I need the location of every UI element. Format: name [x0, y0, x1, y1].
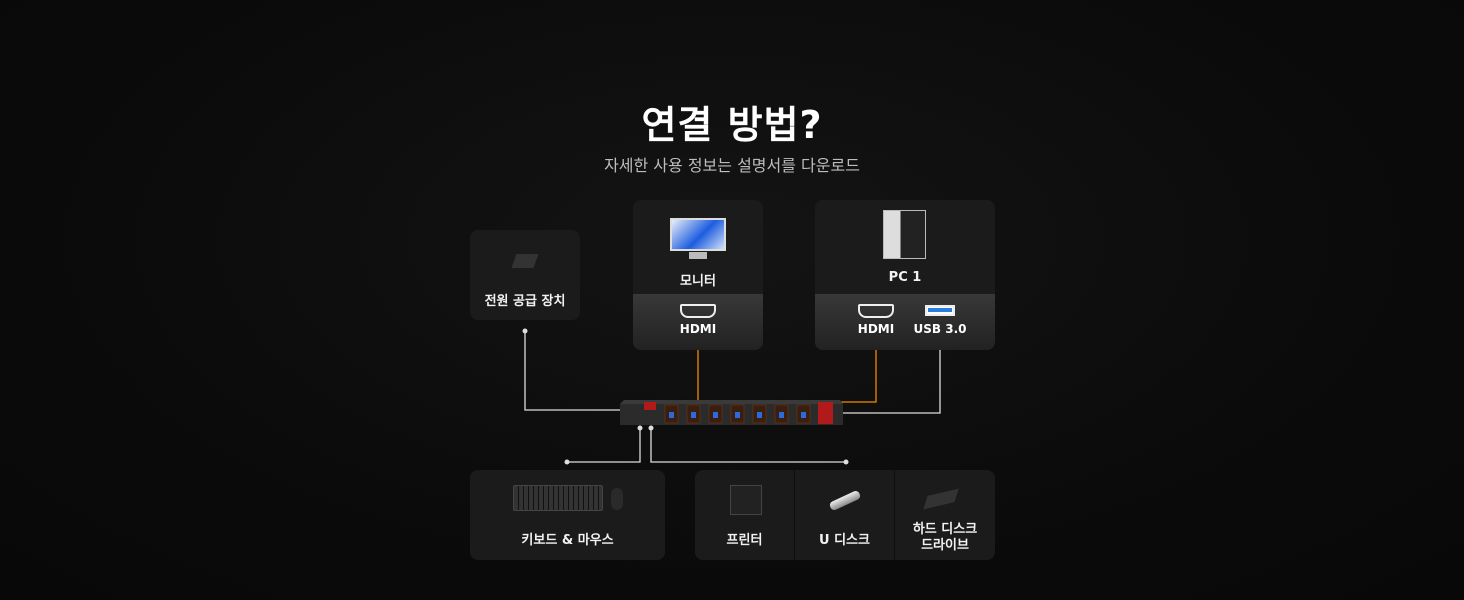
keyboard-label: 키보드 & 마우스	[521, 533, 614, 548]
pc-usb-label: USB 3.0	[913, 322, 967, 336]
mouse-icon	[611, 488, 623, 510]
keyboard-icon	[513, 485, 603, 511]
keyboard-mouse-card: 키보드 & 마우스	[470, 470, 665, 560]
pc-hdmi-line	[826, 341, 877, 403]
power-adapter-icon	[511, 254, 539, 268]
usb-icon	[925, 305, 955, 316]
usb-devices-card: 프린터 U 디스크 하드 디스크 드라이브	[695, 470, 995, 560]
hdmi-icon	[858, 304, 894, 318]
page-subtitle: 자세한 사용 정보는 설명서를 다운로드	[604, 156, 860, 175]
monitor-card: 모니터 HDMI	[633, 200, 763, 350]
pc-usb-line	[826, 341, 941, 414]
printer-icon	[730, 485, 762, 515]
power-line	[524, 331, 640, 411]
hdmi-icon	[680, 304, 716, 318]
monitor-port-label: HDMI	[679, 322, 717, 336]
pc-label: PC 1	[888, 270, 922, 285]
pc-hdmi-label: HDMI	[857, 322, 895, 336]
monitor-hdmi-line	[651, 341, 699, 404]
usb-drive-icon	[828, 489, 862, 512]
monitor-label: 모니터	[680, 274, 716, 289]
hard-drive-icon	[923, 488, 959, 510]
printer-label: 프린터	[726, 533, 763, 548]
monitor-icon	[670, 218, 726, 251]
udisk-label: U 디스크	[819, 533, 870, 548]
page-title: 연결 방법?	[641, 103, 823, 147]
hdd-label: 하드 디스크 드라이브	[912, 522, 978, 553]
pc-card: PC 1 HDMI USB 3.0	[815, 200, 995, 350]
pc-tower-icon	[883, 210, 926, 259]
power-supply-card: 전원 공급 장치	[470, 230, 580, 320]
usb-devices-line	[650, 428, 846, 463]
power-label: 전원 공급 장치	[484, 294, 566, 309]
kvm-switch	[620, 400, 843, 425]
keyboard-line	[567, 428, 641, 463]
